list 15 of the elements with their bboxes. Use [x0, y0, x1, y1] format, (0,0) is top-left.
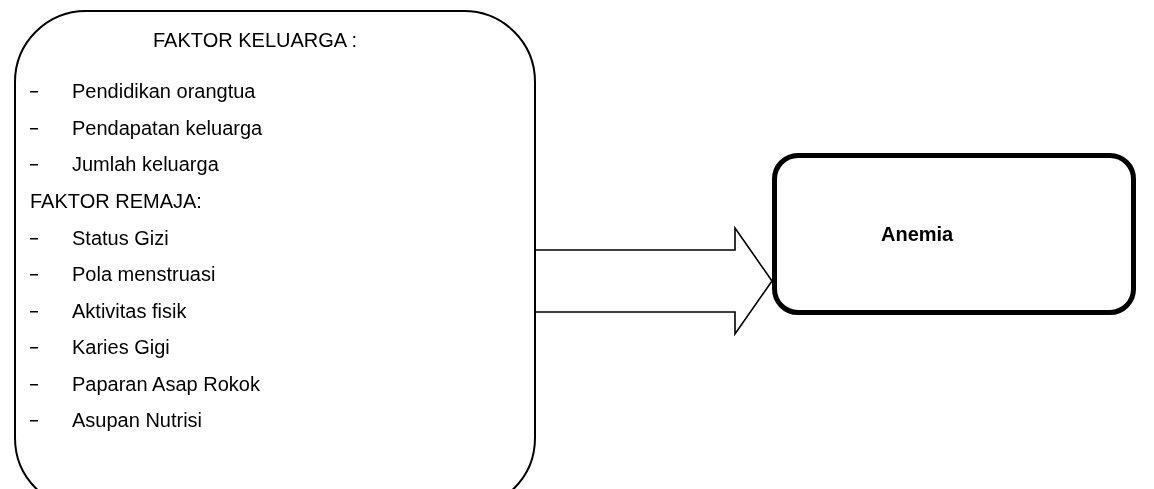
rounded-box: [14, 10, 536, 489]
list-item: Jumlah keluarga: [72, 152, 219, 176]
list-item: Karies Gigi: [72, 335, 170, 359]
block-arrow: [535, 225, 773, 337]
rounded-box: [772, 153, 1136, 315]
heading: FAKTOR KELUARGA :: [153, 28, 358, 52]
box-label: Anemia: [881, 222, 954, 246]
list-item: Pola menstruasi: [72, 262, 216, 286]
list-item: Paparan Asap Rokok: [72, 371, 260, 396]
list-item: Aktivitas fisik: [72, 298, 187, 323]
list-item: Status Gizi: [72, 225, 169, 250]
list-item: Pendapatan keluarga: [72, 115, 263, 140]
list-item: Asupan Nutrisi: [72, 408, 203, 432]
list-item: Pendidikan orangtua: [72, 79, 256, 103]
heading: FAKTOR REMAJA:: [30, 188, 202, 213]
